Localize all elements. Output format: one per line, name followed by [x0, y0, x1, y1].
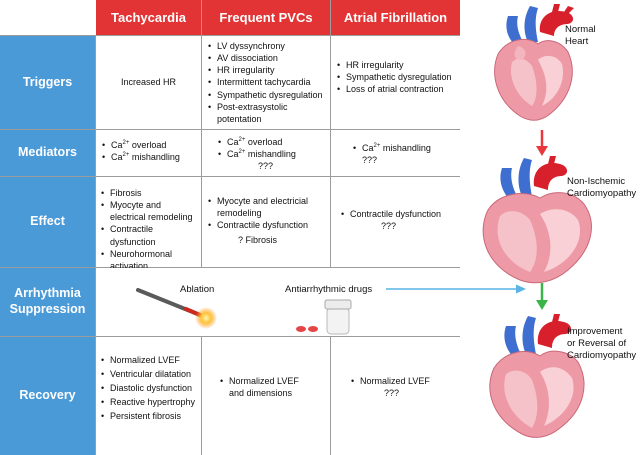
text-part: Ca	[111, 152, 123, 163]
list-item: Sympathetic dysregulation	[208, 89, 326, 101]
list-item: Persistent fibrosis	[101, 410, 198, 424]
cardiomyopathy-heart-icon	[482, 156, 592, 284]
recovered-heart-label: Improvement or Reversal of Cardiomyopath…	[567, 326, 636, 362]
list-item: Contractile dysfunction	[208, 219, 326, 231]
text-part: overload	[129, 140, 167, 150]
list-item: LV dyssynchrony	[208, 40, 326, 52]
list-item: HR irregularity	[337, 59, 456, 71]
list-item: Ca2+ overload	[218, 136, 326, 148]
superscript: 2+	[122, 152, 130, 159]
unknown-marker: ???	[381, 221, 397, 232]
cell-recovery-tachycardia: Normalized LVEF Ventricular dilatation D…	[96, 337, 201, 455]
list-item: Normalized LVEF	[101, 354, 198, 368]
list-item: Sympathetic dysregulation	[337, 71, 456, 83]
list-item: AV dissociation	[208, 52, 326, 64]
pill-bottle-icon	[296, 299, 352, 335]
text-part: Ca	[227, 137, 239, 147]
ablation-label: Ablation	[180, 284, 215, 295]
superscript: 2+	[122, 140, 130, 146]
cell-mediators-tachycardia: Ca2+ overload Ca2+ mishandling	[96, 130, 201, 176]
unknown-marker: ???	[384, 388, 400, 399]
label-line: Improvement	[567, 326, 623, 337]
unknown-marker: ???	[362, 155, 378, 166]
list-item: Normalized LVEF	[351, 375, 456, 387]
cell-text: Increased HR	[120, 77, 177, 88]
list-item: Myocyte and electricial remodeling	[208, 195, 317, 219]
cell-arrhythmia-suppression: Ablation Antiarrhythmic drugs	[96, 268, 460, 336]
row-label-line: Arrhythmia	[14, 286, 81, 301]
label-line: Cardiomyopathy	[567, 187, 637, 199]
cell-mediators-pvcs: Ca2+ overload Ca2+ mishandling ???	[202, 130, 330, 176]
list-item: Ca2+ overload	[102, 139, 197, 151]
column-header-atrial-fibrillation: Atrial Fibrillation	[331, 0, 460, 35]
cell-mediators-af: Ca2+ mishandling ???	[331, 130, 460, 176]
cell-effect-pvcs: Myocyte and electricial remodeling Contr…	[202, 177, 330, 267]
superscript: 2+	[238, 149, 246, 156]
list-item: Post-extrasystolic potentation	[208, 101, 305, 125]
unknown-marker: ? Fibrosis	[238, 235, 278, 246]
cell-triggers-tachycardia: Increased HR	[96, 36, 201, 129]
superscript: 2+	[238, 137, 246, 143]
cell-triggers-af: HR irregularity Sympathetic dysregulatio…	[331, 36, 460, 129]
cell-effect-tachycardia: Fibrosis Myocyte and electrical remodeli…	[96, 177, 201, 271]
row-label-recovery: Recovery	[0, 337, 95, 455]
list-item: Ca2+ mishandling	[102, 151, 197, 163]
row-label-line: Suppression	[9, 302, 86, 316]
row-label-effect: Effect	[0, 177, 95, 267]
list-item: Neurohormonal activation	[101, 248, 190, 272]
label-line: or Reversal of	[567, 337, 627, 349]
cardiomyopathy-heart-label: Non-Ischemic Cardiomyopathy	[567, 176, 636, 200]
label-line: Normal	[565, 24, 596, 35]
list-item: Ventricular dilatation	[101, 368, 198, 382]
text-part: Ca	[111, 140, 123, 150]
recovered-heart-icon	[489, 314, 585, 438]
cell-triggers-pvcs: LV dyssynchrony AV dissociation HR irreg…	[202, 36, 330, 129]
text-part: Ca	[227, 149, 239, 160]
text-part: overload	[245, 137, 283, 147]
superscript: 2+	[373, 143, 381, 149]
list-item: Intermittent tachycardia	[208, 76, 326, 88]
text-part: Ca	[362, 143, 374, 153]
text-part: mishandling	[129, 152, 180, 163]
list-item: HR irregularity	[208, 64, 326, 76]
list-item: Reactive hypertrophy	[101, 396, 198, 410]
cell-recovery-af: Normalized LVEF ???	[331, 337, 460, 455]
list-item: Diastolic dysfunction	[101, 382, 198, 396]
list-item: Ca2+ mishandling	[353, 142, 456, 154]
list-item: Ca2+ mishandling	[218, 148, 326, 160]
list-item: Contractile dysfunction	[101, 223, 198, 247]
cell-recovery-pvcs: Normalized LVEF and dimensions	[202, 337, 330, 455]
label-line: Cardiomyopathy	[567, 349, 637, 361]
normal-heart-icon	[494, 4, 574, 121]
text-part: mishandling	[380, 143, 431, 153]
list-item: Fibrosis	[101, 187, 198, 199]
row-label-arrhythmia-suppression: Arrhythmia Suppression	[0, 268, 95, 336]
text-part: mishandling	[245, 149, 296, 160]
cell-effect-af: Contractile dysfunction ???	[331, 177, 460, 267]
list-item: Normalized LVEF and dimensions	[220, 375, 309, 399]
list-item: Loss of atrial contraction	[337, 83, 456, 95]
drugs-label: Antiarrhythmic drugs	[285, 284, 373, 295]
column-header-frequent-pvcs: Frequent PVCs	[202, 0, 330, 35]
unknown-marker: ???	[258, 161, 274, 172]
column-header-tachycardia: Tachycardia	[96, 0, 201, 35]
header-corner	[0, 0, 96, 35]
row-label-triggers: Triggers	[0, 36, 95, 129]
row-label-mediators: Mediators	[0, 130, 95, 176]
label-line: Heart	[565, 35, 589, 47]
list-item: Myocyte and electrical remodeling	[101, 199, 198, 223]
ablation-catheter-icon	[136, 288, 217, 329]
list-item: Contractile dysfunction	[341, 208, 456, 220]
normal-heart-label: Normal Heart	[565, 24, 596, 48]
label-line: Non-Ischemic	[567, 176, 626, 187]
